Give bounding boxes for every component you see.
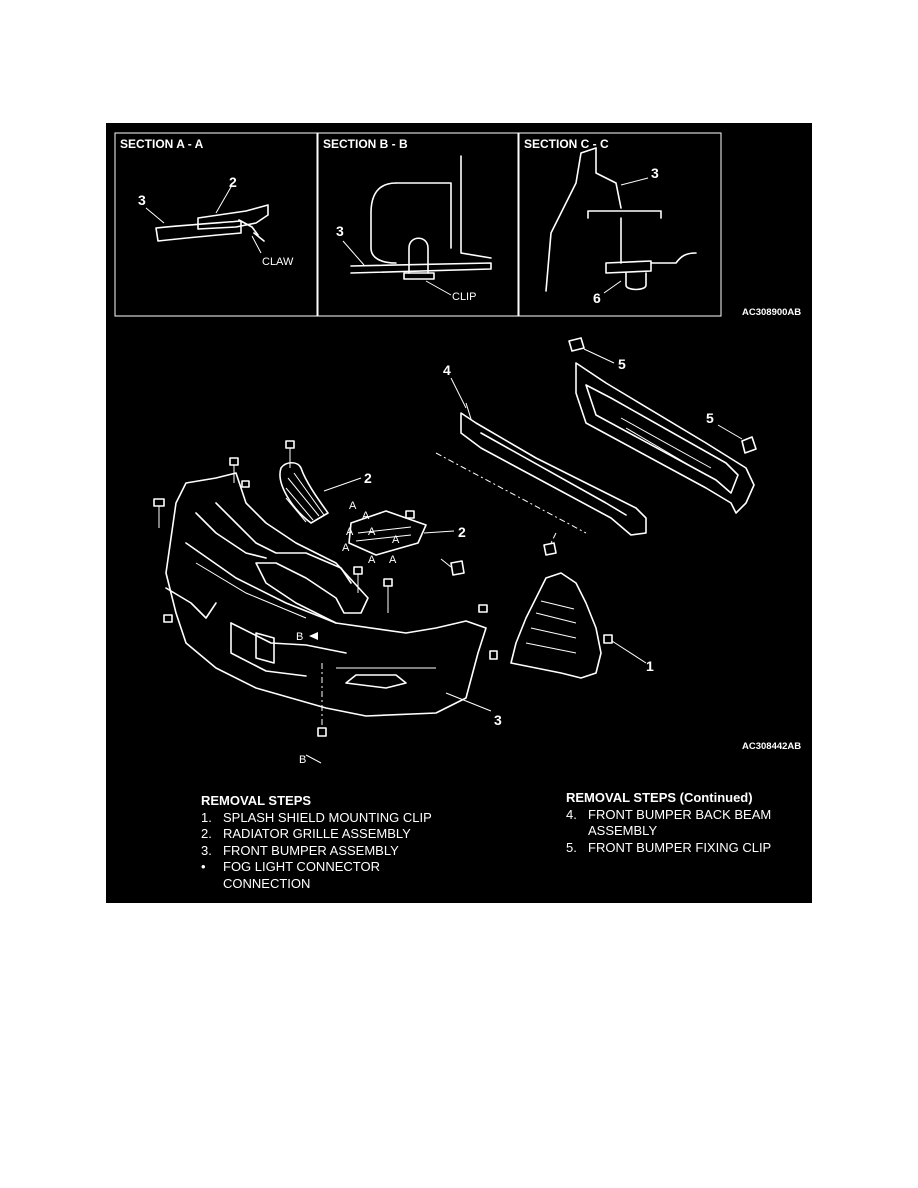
- section-c-callout-3: 3: [651, 165, 659, 181]
- removal-steps-title: REMOVAL STEPS: [201, 793, 312, 808]
- section-b-clip-label: CLIP: [452, 291, 476, 303]
- figure-code-top: AC308900AB: [742, 307, 801, 318]
- section-a-callout-3: 3: [138, 192, 146, 208]
- service-diagram: SECTION A - A 3 2 CLAW SECTION B - B 3 C…: [106, 123, 812, 903]
- section-b-title: SECTION B - B: [323, 137, 408, 151]
- removal-step: 4.FRONT BUMPER BACK BEAM ASSEMBLY: [566, 806, 772, 839]
- removal-step: 3.FRONT BUMPER ASSEMBLY: [201, 842, 399, 858]
- mark-a-3: A: [346, 526, 354, 538]
- section-a-title: SECTION A - A: [120, 137, 204, 151]
- mark-a-1: A: [349, 500, 357, 512]
- figure-code-bottom: AC308442AB: [742, 741, 801, 752]
- section-a-panel: SECTION A - A 3 2 CLAW: [114, 132, 318, 317]
- removal-steps-continued: REMOVAL STEPS (Continued) 4.FRONT BUMPER…: [566, 790, 796, 856]
- section-b-panel: SECTION B - B 3 CLIP: [317, 132, 519, 317]
- mark-a-6: A: [392, 534, 400, 546]
- callout-4: 4: [443, 362, 451, 378]
- exploded-view: 5 5 4 2 2 A A A A A A A: [153, 337, 757, 766]
- section-a-claw-label: CLAW: [262, 256, 294, 268]
- callout-2-upper: 2: [364, 470, 372, 486]
- mark-b-upper: B: [296, 631, 303, 643]
- section-c-callout-6: 6: [593, 290, 601, 306]
- mark-b-lower: B: [299, 754, 306, 766]
- removal-step: •FOG LIGHT CONNECTOR CONNECTION: [201, 859, 380, 891]
- callout-3: 3: [494, 712, 502, 728]
- section-a-callout-2: 2: [229, 174, 237, 190]
- mark-a-7: A: [368, 554, 376, 566]
- mark-a-5: A: [368, 526, 376, 538]
- diagram-art: SECTION A - A 3 2 CLAW SECTION B - B 3 C…: [114, 132, 801, 766]
- removal-steps: REMOVAL STEPS 1.SPLASH SHIELD MOUNTING C…: [201, 793, 481, 892]
- callout-5-lower: 5: [706, 410, 714, 426]
- mark-a-2: A: [362, 510, 370, 522]
- section-c-panel: SECTION C - C 3 6: [518, 132, 722, 317]
- removal-step: 2.RADIATOR GRILLE ASSEMBLY: [201, 826, 411, 841]
- mark-a-8: A: [389, 554, 397, 566]
- section-b-callout-3: 3: [336, 223, 344, 239]
- callout-5-upper: 5: [618, 356, 626, 372]
- mark-a-4: A: [342, 542, 350, 554]
- callout-2-lower: 2: [458, 524, 466, 540]
- removal-step: 5.FRONT BUMPER FIXING CLIP: [566, 839, 772, 855]
- removal-step: 1.SPLASH SHIELD MOUNTING CLIP: [201, 809, 432, 825]
- callout-1: 1: [646, 658, 654, 674]
- section-c-title: SECTION C - C: [524, 137, 609, 151]
- removal-steps-continued-title: REMOVAL STEPS (Continued): [566, 790, 753, 805]
